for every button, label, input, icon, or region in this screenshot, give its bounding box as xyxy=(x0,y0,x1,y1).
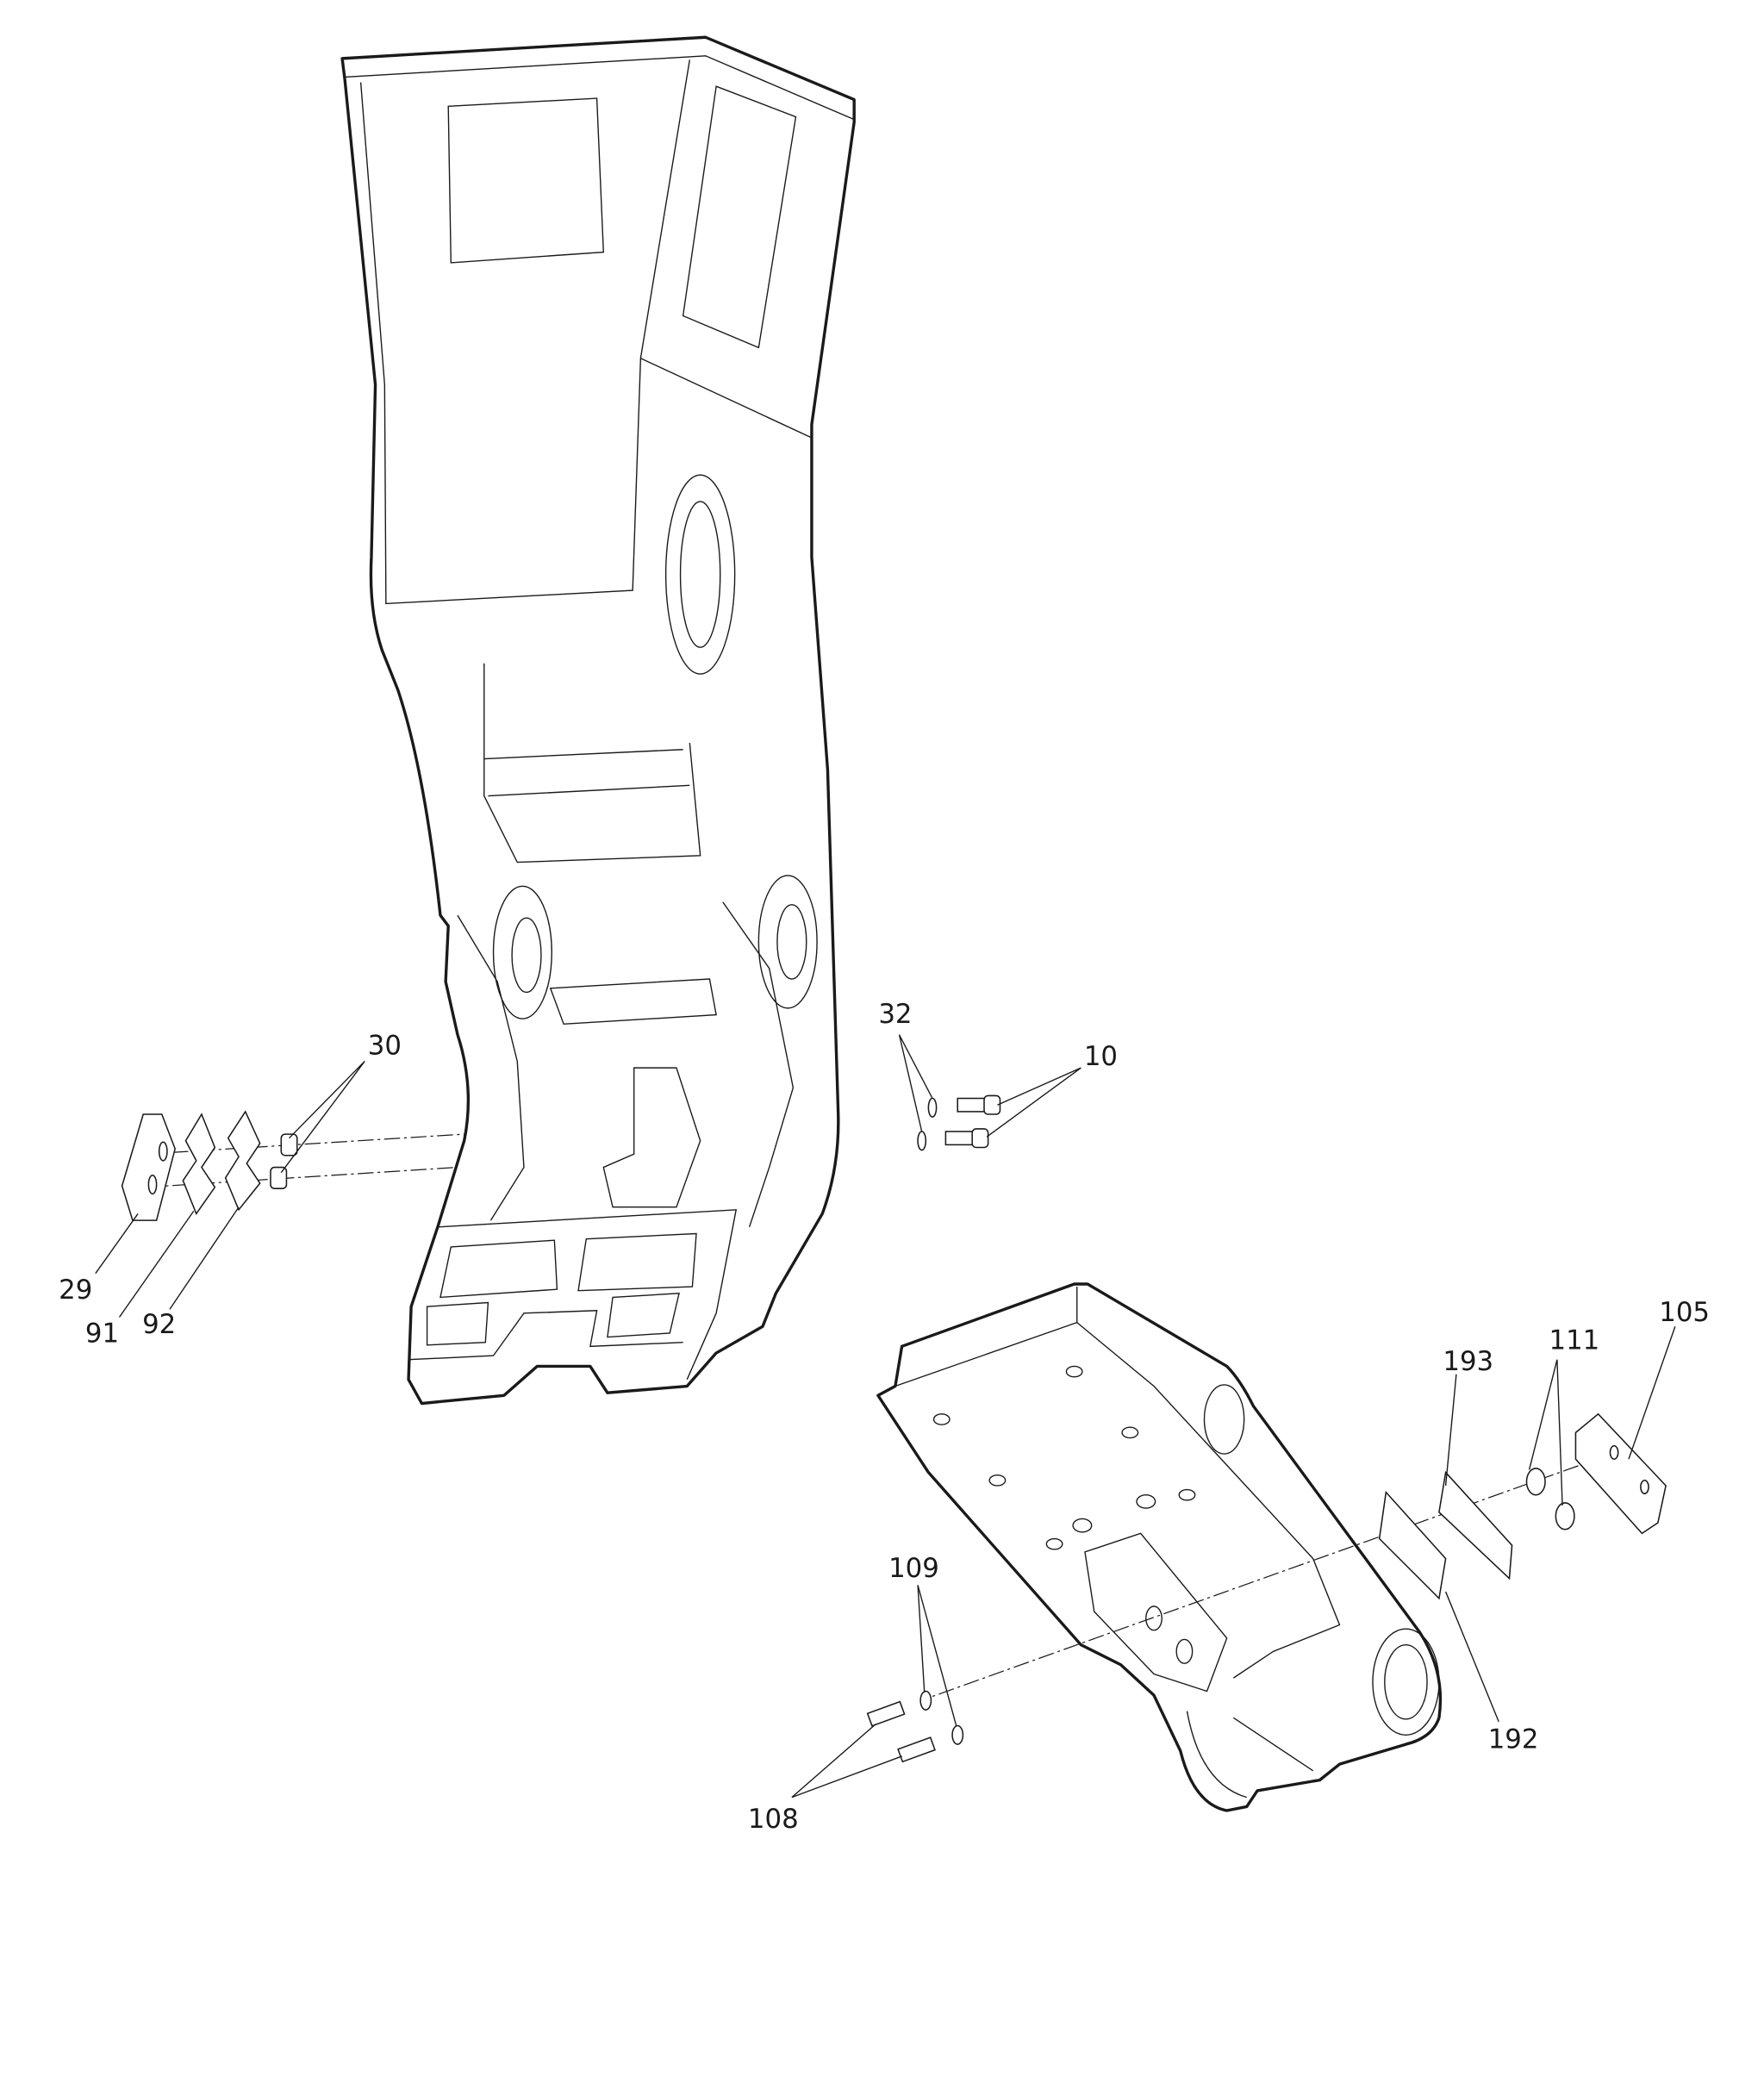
leader-lines xyxy=(95,1034,1676,1799)
callout-193: 193 xyxy=(1443,1346,1493,1377)
callout-91: 91 xyxy=(85,1319,119,1350)
callout-105: 105 xyxy=(1659,1297,1710,1328)
washer-30b xyxy=(270,1166,288,1189)
callout-108: 108 xyxy=(748,1804,799,1835)
bolts-108-109 xyxy=(866,1690,964,1763)
callout-109: 109 xyxy=(888,1553,939,1584)
callout-32: 32 xyxy=(878,999,912,1030)
callout-111: 111 xyxy=(1549,1325,1600,1356)
callout-29: 29 xyxy=(59,1275,92,1306)
main-frame xyxy=(340,35,856,1406)
lower-arm-part xyxy=(876,1282,1443,1812)
callout-92: 92 xyxy=(142,1309,176,1340)
callout-30: 30 xyxy=(368,1031,402,1062)
callout-192: 192 xyxy=(1488,1724,1539,1755)
callout-10: 10 xyxy=(1084,1041,1118,1072)
right-small-parts xyxy=(928,1412,1667,1699)
bolts-32-10 xyxy=(917,1094,1001,1151)
left-small-parts xyxy=(121,1110,464,1221)
washer-30a xyxy=(280,1133,298,1156)
